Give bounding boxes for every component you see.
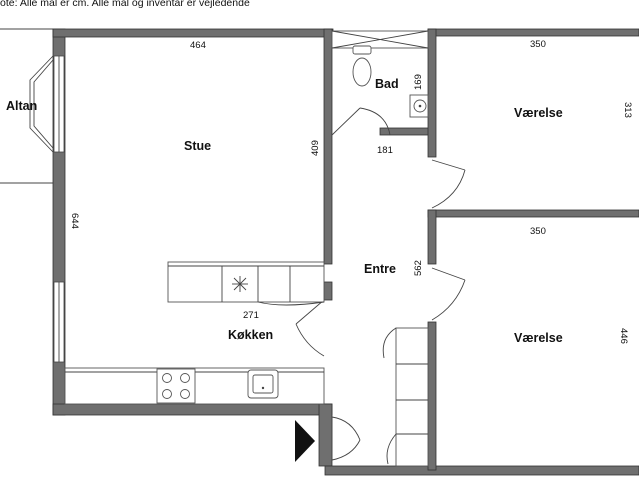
dim-vaerelse-top-width: 350 xyxy=(530,39,546,50)
doors xyxy=(295,107,466,461)
toilet-icon xyxy=(352,45,372,55)
cooktop-icon xyxy=(156,368,196,404)
label-vaerelse-bottom: Værelse xyxy=(514,331,563,345)
extractor-fan-icon xyxy=(232,276,248,292)
dim-vaerelse-bottom-width: 350 xyxy=(530,226,546,237)
dim-entre-height: 562 xyxy=(413,260,424,276)
balcony-outline xyxy=(0,28,54,184)
dim-stue-depth: 644 xyxy=(69,213,80,229)
disclaimer-note: ote: Alle mål er cm. Alle mål og inventa… xyxy=(0,0,250,9)
left-windows xyxy=(53,55,65,363)
entrance-arrow-icon xyxy=(295,420,315,462)
kitchen-fixtures xyxy=(64,261,325,405)
dim-stue-width: 464 xyxy=(190,40,206,51)
wardrobes xyxy=(382,327,429,467)
label-stue: Stue xyxy=(184,139,211,153)
bathroom-fixtures xyxy=(331,30,429,118)
dim-vaerelse-top-height: 313 xyxy=(622,102,633,118)
outer-walls xyxy=(52,28,639,476)
label-entre: Entre xyxy=(364,262,396,276)
label-vaerelse-top: Værelse xyxy=(514,106,563,120)
dim-bad-width: 181 xyxy=(377,145,393,156)
dim-kitchen-width: 271 xyxy=(243,310,259,321)
interior-walls xyxy=(323,28,639,471)
kitchen-sink-icon xyxy=(247,369,279,399)
label-bad: Bad xyxy=(375,77,399,91)
dim-stue-inner: 409 xyxy=(310,140,321,156)
dim-bad-height: 169 xyxy=(413,74,424,90)
label-altan: Altan xyxy=(6,99,37,113)
label-kokken: Køkken xyxy=(228,328,273,342)
dim-vaerelse-bottom-height: 446 xyxy=(618,328,629,344)
